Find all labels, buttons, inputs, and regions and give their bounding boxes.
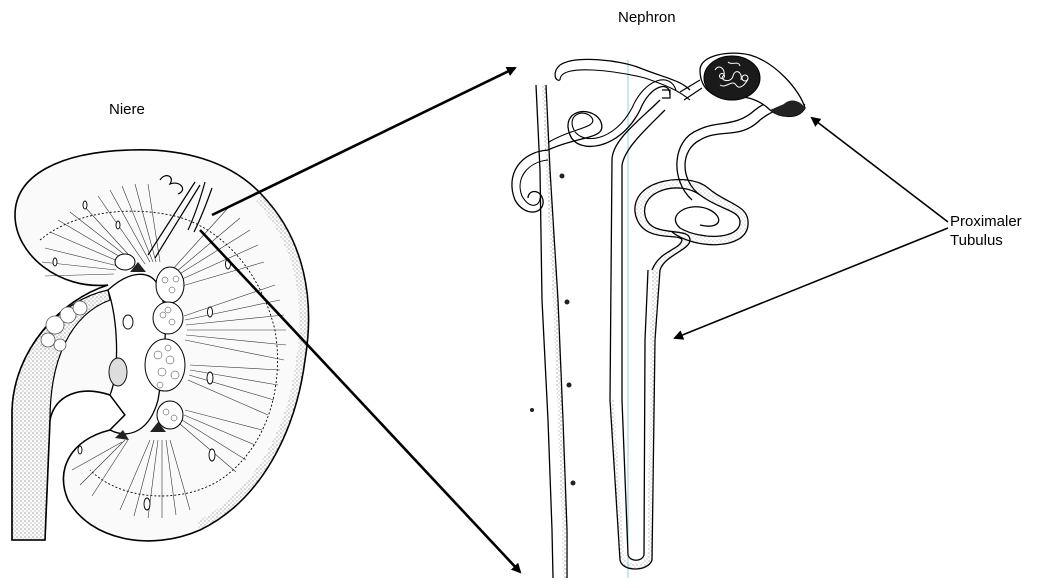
- zoom-arrow-top: [212, 68, 515, 215]
- nephron-label: Nephron: [618, 9, 676, 26]
- proximal-pointer-arrows: [675, 118, 948, 338]
- nephron-illustration: [512, 53, 805, 578]
- proximal-label-line2: Tubulus: [950, 232, 1003, 249]
- distal-tubule: [548, 87, 670, 150]
- proximal-label-line1: Proximaler: [950, 213, 1022, 230]
- kidney-illustration: [12, 150, 309, 541]
- proximal-tubule-label: Proximaler Tubulus: [950, 212, 1040, 250]
- top-arch: [560, 59, 690, 90]
- pointer-to-convoluted: [812, 118, 948, 222]
- connecting-tubule: [512, 150, 548, 212]
- kidney-label: Niere: [109, 101, 145, 118]
